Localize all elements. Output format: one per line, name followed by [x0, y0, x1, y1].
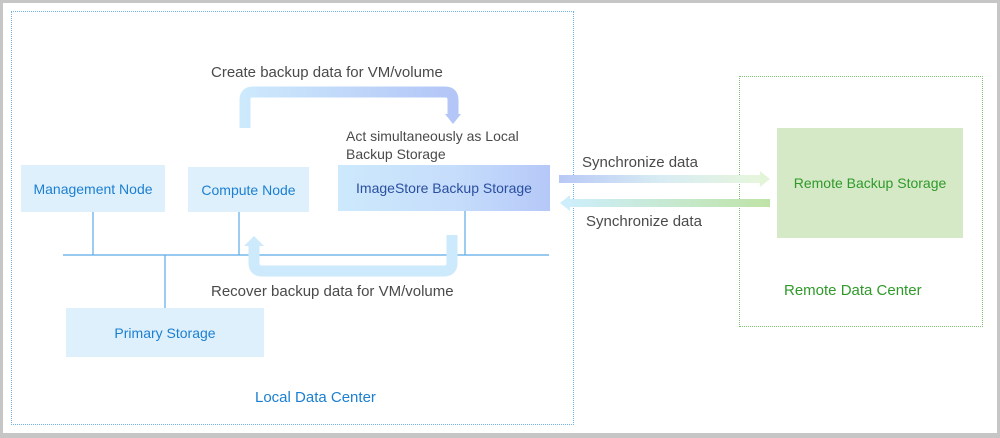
remote-backup-label: Remote Backup Storage: [793, 175, 947, 191]
sync-out-arrow: [559, 175, 761, 183]
sync-out-arrowhead-icon: [760, 171, 770, 187]
local-data-center-region: [11, 11, 574, 425]
primary-storage: Primary Storage: [66, 308, 264, 357]
sync-in-label: Synchronize data: [586, 213, 702, 230]
create-backup-arrow: [239, 86, 459, 128]
management-node-label: Management Node: [33, 180, 153, 197]
recover-arrowhead-icon: [244, 236, 264, 246]
remote-data-center-label: Remote Data Center: [784, 282, 922, 299]
create-arrowhead-icon: [445, 114, 461, 124]
create-backup-label: Create backup data for VM/volume: [211, 64, 443, 81]
imagestore-backup-storage: ImageStore Backup Storage: [338, 165, 550, 211]
compute-node: Compute Node: [188, 167, 309, 212]
imagestore-label: ImageStore Backup Storage: [356, 180, 532, 196]
recover-backup-arrow: [248, 235, 458, 277]
management-node: Management Node: [21, 165, 165, 212]
act-as-local-label: Act simultaneously as Local Backup Stora…: [346, 128, 519, 162]
sync-in-arrow: [570, 199, 770, 207]
compute-node-label: Compute Node: [201, 181, 296, 198]
primary-storage-label: Primary Storage: [114, 324, 216, 341]
recover-backup-label: Recover backup data for VM/volume: [211, 283, 454, 300]
local-data-center-label: Local Data Center: [255, 389, 376, 406]
sync-out-label: Synchronize data: [582, 154, 698, 171]
remote-backup-storage: Remote Backup Storage: [777, 128, 963, 238]
sync-in-arrowhead-icon: [560, 195, 570, 211]
